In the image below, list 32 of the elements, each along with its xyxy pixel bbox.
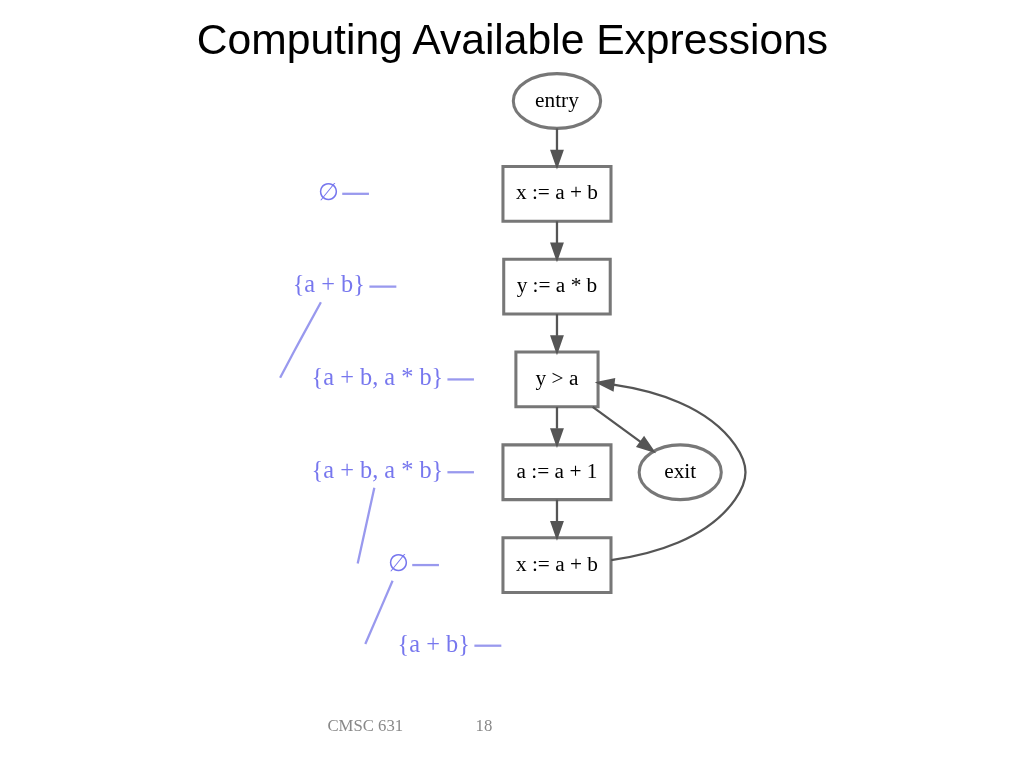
label: 18 <box>475 715 492 735</box>
diagram-title: Computing Available Expressions <box>196 15 828 64</box>
node-text: {a + b, a * b} <box>311 363 443 391</box>
node-text: ∅ <box>387 548 409 576</box>
label: CMSC 631 <box>326 715 403 735</box>
arrow <box>549 128 564 170</box>
connector <box>356 487 375 564</box>
arrow <box>591 406 656 454</box>
connector <box>363 580 394 645</box>
connector <box>341 192 369 195</box>
node-text: ∅ <box>317 177 339 205</box>
arrow <box>594 377 747 562</box>
connector <box>411 563 439 567</box>
arrow <box>549 221 564 263</box>
connector <box>368 285 396 288</box>
node-box: x := a + b <box>500 536 612 594</box>
arrow <box>549 499 564 541</box>
node-box: a := a + 1 <box>500 443 612 502</box>
node-text: {a + b} <box>397 629 470 657</box>
node-box: y := a * b <box>501 257 612 316</box>
node-ellipse: entry <box>511 72 602 130</box>
node-ellipse: exit <box>637 443 723 502</box>
connector <box>278 301 322 379</box>
arrow <box>549 314 564 356</box>
arrow <box>549 406 564 448</box>
node-box: x := a + b <box>500 164 612 223</box>
connector <box>446 471 474 474</box>
node-box: y > a <box>513 350 600 409</box>
connector <box>473 644 501 647</box>
node-text: {a + b, a * b} <box>311 456 443 484</box>
connector <box>446 378 474 381</box>
node-text: {a + b} <box>292 270 365 298</box>
